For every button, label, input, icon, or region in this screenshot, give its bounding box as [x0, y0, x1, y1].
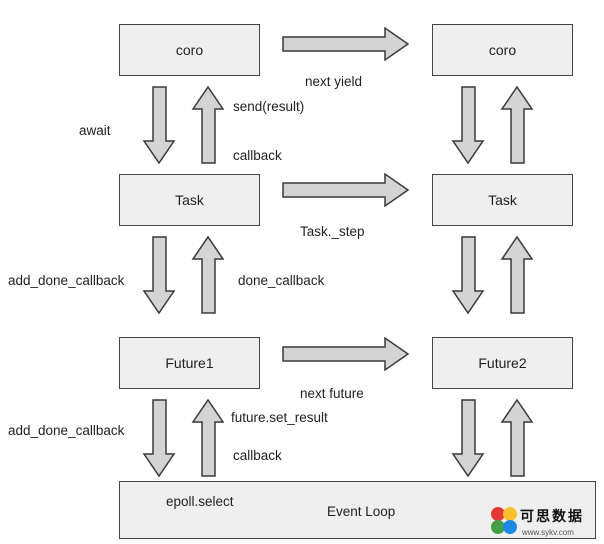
- next-yield-label: next yield: [305, 74, 363, 89]
- callback-top-label: callback: [233, 148, 282, 163]
- task-box-right-label: Task: [488, 192, 517, 208]
- watermark-url: www.sykv.com: [522, 528, 574, 537]
- event-loop-box: epoll.select Event Loop: [119, 481, 596, 539]
- coro-box-right-label: coro: [488, 42, 517, 58]
- arrow-down-add-done-callback-2: [142, 399, 176, 478]
- next-future-label: next future: [300, 386, 364, 401]
- arrow-down-add-done-callback-1: [142, 236, 176, 315]
- task-step-label: Task._step: [300, 224, 365, 239]
- event-loop-label: Event Loop: [327, 504, 396, 519]
- coro-box-left-label: coro: [175, 42, 204, 58]
- send-result-label: send(result): [233, 99, 305, 114]
- arrow-up-right-3: [500, 398, 534, 477]
- task-box-left: Task: [119, 174, 260, 226]
- future1-box: Future1: [119, 337, 260, 389]
- watermark: 可思数据 www.sykv.com: [488, 503, 604, 544]
- done-callback-label: done_callback: [238, 273, 325, 288]
- arrow-up-set-result: [191, 398, 225, 477]
- add-done-callback-label-2: add_done_callback: [8, 423, 125, 438]
- coro-box-right: coro: [432, 24, 573, 76]
- arrow-up-done-callback: [191, 235, 225, 314]
- arrow-up-right-2: [500, 235, 534, 314]
- arrow-right-coro: [282, 26, 410, 62]
- future2-box-label: Future2: [478, 355, 527, 371]
- future2-box: Future2: [432, 337, 573, 389]
- add-done-callback-label-1: add_done_callback: [8, 273, 125, 288]
- callback-bottom-label: callback: [233, 448, 282, 463]
- task-box-right: Task: [432, 174, 573, 226]
- epoll-select-label: epoll.select: [166, 494, 234, 509]
- future1-box-label: Future1: [165, 355, 214, 371]
- arrow-down-right-3: [451, 399, 485, 478]
- arrow-right-future: [282, 336, 410, 372]
- await-label: await: [79, 123, 111, 138]
- arrow-up-right-1: [500, 85, 534, 164]
- watermark-text: 可思数据: [520, 508, 584, 524]
- arrow-down-right-1: [451, 86, 485, 165]
- task-box-left-label: Task: [175, 192, 204, 208]
- arrow-down-await: [142, 86, 176, 165]
- arrow-right-task: [282, 172, 410, 208]
- arrow-down-right-2: [451, 236, 485, 315]
- watermark-logo-icon: [491, 507, 517, 534]
- arrow-up-send: [191, 85, 225, 164]
- coro-box-left: coro: [119, 24, 260, 76]
- future-set-result-label: future.set_result: [231, 410, 328, 425]
